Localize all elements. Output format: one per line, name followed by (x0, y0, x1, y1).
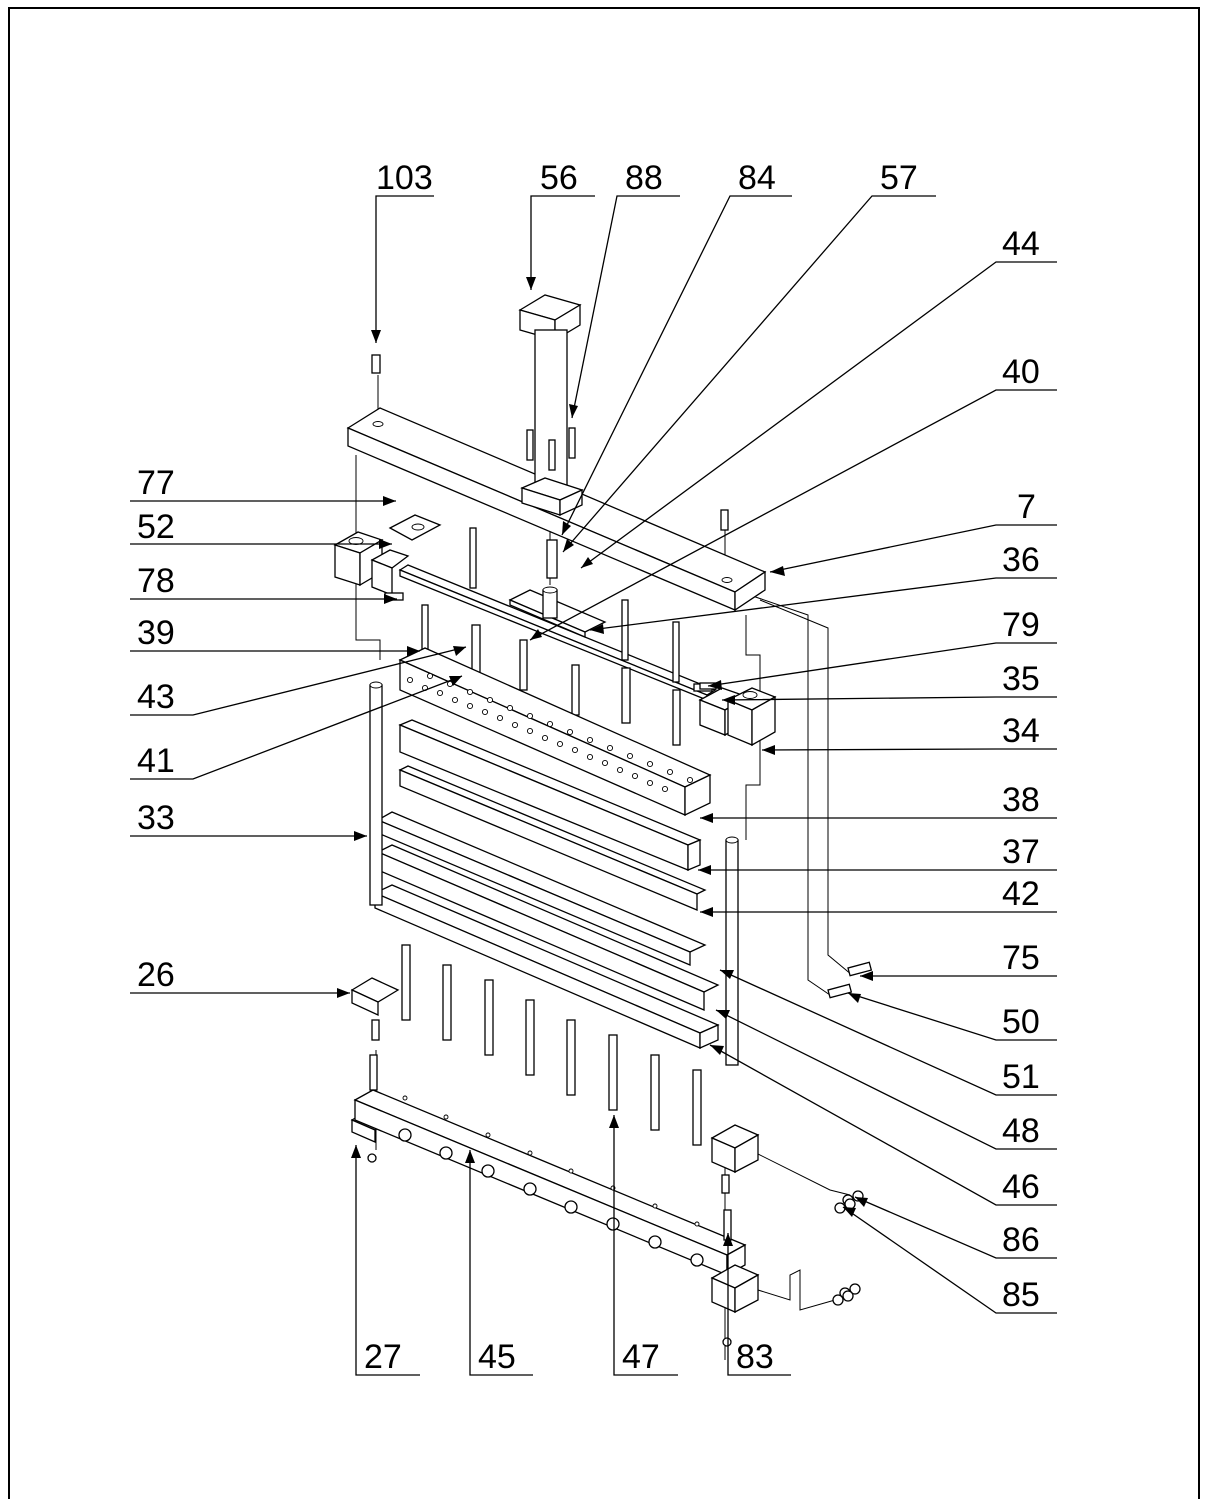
label-45: 45 (478, 1338, 516, 1376)
leader-51 (719, 969, 1057, 1096)
label-7: 7 (1017, 488, 1036, 526)
leader-41 (130, 675, 463, 780)
label-46: 46 (1002, 1168, 1040, 1206)
label-47: 47 (622, 1338, 660, 1376)
label-36: 36 (1002, 541, 1040, 579)
label-86: 86 (1002, 1221, 1040, 1259)
label-78: 78 (137, 562, 175, 600)
label-51: 51 (1002, 1058, 1040, 1096)
label-41: 41 (137, 742, 175, 780)
label-27: 27 (364, 1338, 402, 1376)
brackets (350, 977, 400, 1143)
leader-46 (709, 1044, 1057, 1206)
label-79: 79 (1002, 606, 1040, 644)
label-48: 48 (1002, 1112, 1040, 1150)
label-50: 50 (1002, 1003, 1040, 1041)
leader-103 (375, 195, 434, 343)
label-34: 34 (1002, 712, 1040, 750)
label-85: 85 (1002, 1276, 1040, 1314)
label-33: 33 (137, 799, 175, 837)
leader-7 (769, 524, 1057, 573)
label-37: 37 (1002, 833, 1040, 871)
leader-85 (842, 1206, 1057, 1314)
air-cylinder (518, 294, 584, 579)
label-38: 38 (1002, 781, 1040, 819)
leader-84 (561, 195, 792, 536)
label-39: 39 (137, 614, 175, 652)
drawing-frame (8, 7, 1200, 1499)
leader-56 (530, 195, 595, 290)
leader-88 (571, 195, 680, 419)
label-44: 44 (1002, 225, 1040, 263)
leader-35 (721, 696, 1057, 701)
leader-44 (580, 261, 1057, 569)
guide-posts (369, 681, 739, 1066)
leader-34 (761, 748, 1057, 751)
leader-79 (707, 642, 1057, 687)
leader-arrowheads (337, 277, 873, 1246)
assembly-parts (333, 294, 873, 1360)
leader-48 (715, 1009, 1057, 1150)
label-40: 40 (1002, 353, 1040, 391)
top-screws (371, 354, 729, 531)
label-42: 42 (1002, 875, 1040, 913)
label-57: 57 (880, 159, 918, 197)
label-75: 75 (1002, 939, 1040, 977)
leader-57 (562, 195, 936, 553)
bottom-beam (353, 1089, 747, 1277)
leader-40 (529, 389, 1057, 641)
plate-holes (406, 672, 694, 793)
label-26: 26 (137, 956, 175, 994)
left-block (333, 514, 442, 596)
leader-83 (727, 1233, 791, 1376)
part-labels: 103 56 88 84 57 44 40 77 52 7 78 36 39 7… (137, 159, 1040, 1376)
label-43: 43 (137, 678, 175, 716)
small-plate (508, 586, 607, 638)
right-block (693, 683, 777, 747)
side-screws (384, 592, 873, 1306)
leader-86 (854, 1196, 1057, 1259)
leader-lines (130, 195, 1057, 1376)
label-103: 103 (376, 159, 433, 197)
pins-and-springs (421, 527, 681, 746)
label-83: 83 (736, 1338, 774, 1376)
bottom-nuts (367, 1128, 732, 1347)
leader-36 (589, 577, 1057, 631)
leader-50 (847, 992, 1057, 1041)
leader-47 (613, 1115, 678, 1376)
blade-bars (373, 719, 720, 1050)
label-77: 77 (137, 464, 175, 502)
label-56: 56 (540, 159, 578, 197)
leader-45 (469, 1150, 533, 1376)
long-bolts (369, 944, 702, 1146)
leader-27 (355, 1145, 420, 1376)
leader-43 (130, 646, 467, 716)
label-52: 52 (137, 508, 175, 546)
end-blocks (710, 1124, 760, 1314)
label-84: 84 (738, 159, 776, 197)
perforated-plate (398, 647, 712, 817)
label-88: 88 (625, 159, 663, 197)
label-35: 35 (1002, 660, 1040, 698)
